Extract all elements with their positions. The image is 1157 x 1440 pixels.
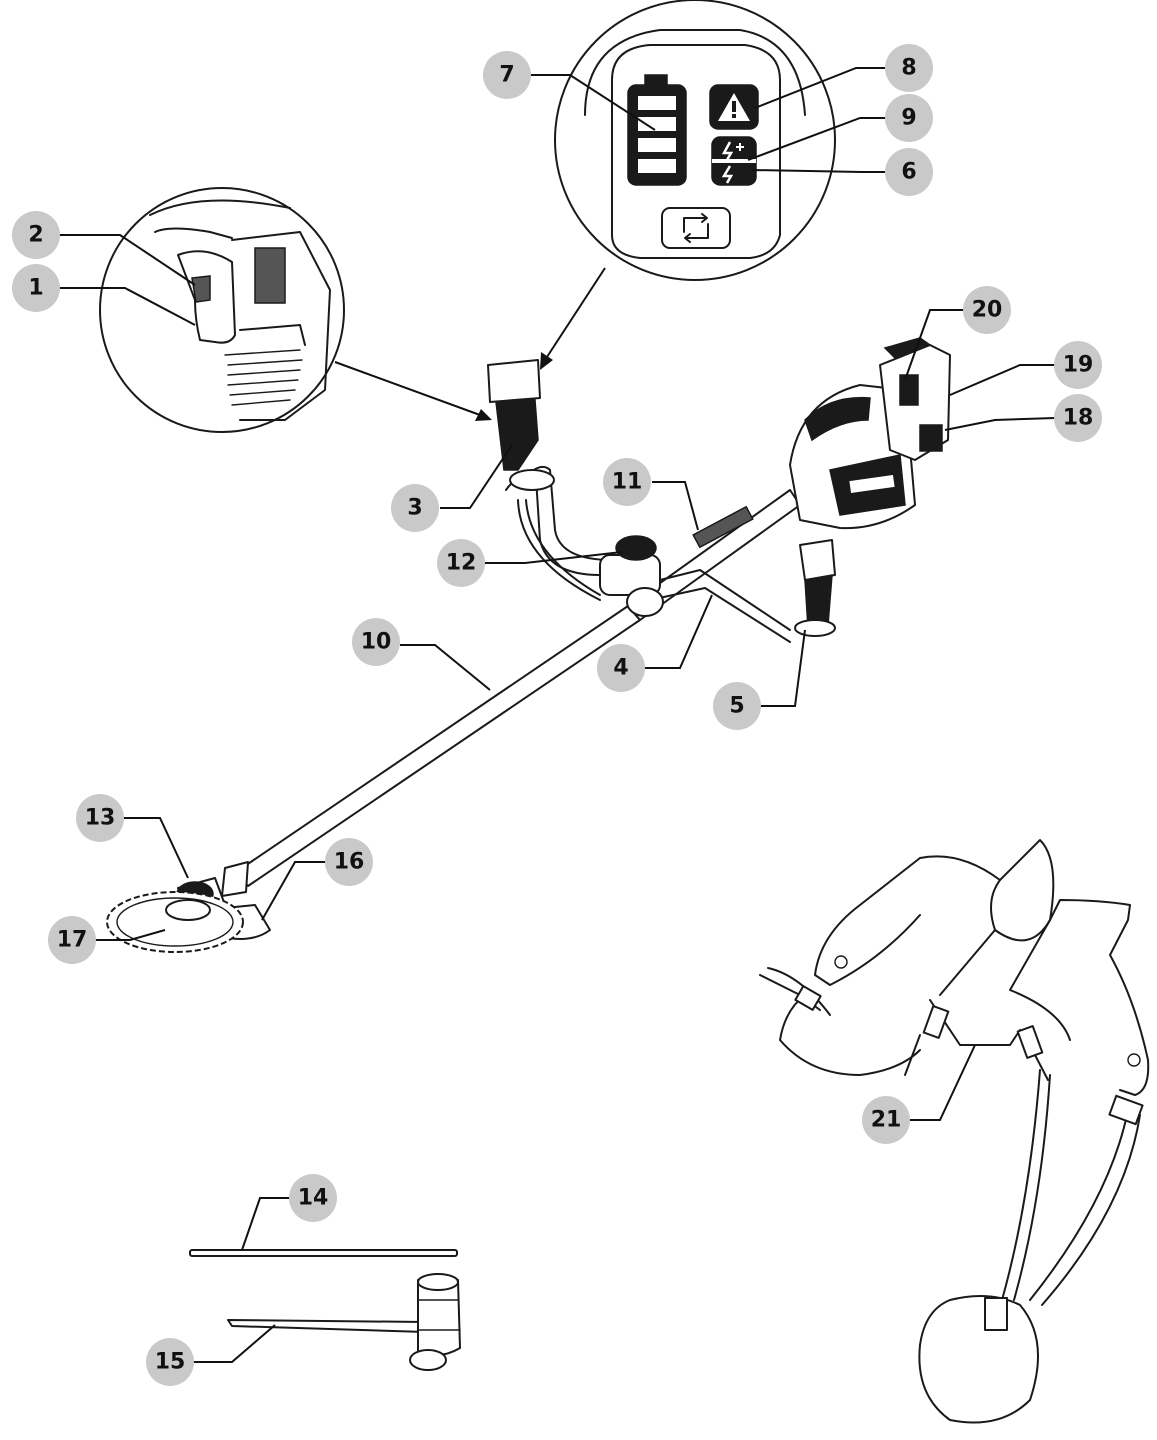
callout-10: 10 — [352, 618, 400, 666]
callout-13: 13 — [76, 794, 124, 842]
tools — [189, 1249, 461, 1371]
brushcutter-machine — [106, 337, 951, 953]
battery-level-icon — [627, 74, 687, 186]
callout-20-label: 20 — [972, 298, 1003, 323]
speed-mode-icon — [711, 136, 757, 186]
callout-2: 2 — [12, 211, 60, 259]
callout-18: 18 — [1054, 394, 1102, 442]
spanner-wrench — [227, 1273, 461, 1371]
callout-3: 3 — [391, 484, 439, 532]
callout-1: 1 — [12, 264, 60, 312]
callout-15: 15 — [146, 1338, 194, 1386]
callout-2-label: 2 — [28, 223, 43, 248]
callout-4-label: 4 — [613, 656, 628, 681]
zoom-arrows — [334, 267, 606, 421]
callout-16-label: 16 — [334, 850, 365, 875]
callout-4: 4 — [597, 644, 645, 692]
callout-21-label: 21 — [871, 1108, 902, 1133]
callout-11-label: 11 — [612, 470, 643, 495]
callout-19-label: 19 — [1063, 353, 1094, 378]
callout-3-label: 3 — [407, 496, 422, 521]
callout-13-label: 13 — [85, 806, 116, 831]
callout-21: 21 — [862, 1096, 910, 1144]
trigger-zoom — [99, 187, 345, 433]
callout-12-label: 12 — [446, 551, 477, 576]
callout-17: 17 — [48, 916, 96, 964]
callout-11: 11 — [603, 458, 651, 506]
callout-6: 6 — [885, 148, 933, 196]
callout-5-label: 5 — [729, 694, 744, 719]
callout-7: 7 — [483, 51, 531, 99]
callout-14: 14 — [289, 1174, 337, 1222]
control-panel-zoom — [554, 0, 836, 281]
leader-lines — [60, 67, 1056, 1363]
callout-8-label: 8 — [901, 56, 916, 81]
callout-14-label: 14 — [298, 1186, 329, 1211]
callout-6-label: 6 — [901, 160, 916, 185]
callout-17-label: 17 — [57, 928, 88, 953]
callout-12: 12 — [437, 539, 485, 587]
warning-triangle-icon — [709, 84, 759, 130]
callout-5: 5 — [713, 682, 761, 730]
shoulder-harness — [759, 839, 1150, 1424]
callout-7-label: 7 — [499, 63, 514, 88]
callout-15-label: 15 — [155, 1350, 186, 1375]
reverse-rotation-icon — [661, 207, 731, 249]
callout-1-label: 1 — [28, 276, 43, 301]
callout-19: 19 — [1054, 341, 1102, 389]
callout-10-label: 10 — [361, 630, 392, 655]
callout-8: 8 — [885, 44, 933, 92]
callout-18-label: 18 — [1063, 406, 1094, 431]
callout-9-label: 9 — [901, 106, 916, 131]
callout-16: 16 — [325, 838, 373, 886]
callout-9: 9 — [885, 94, 933, 142]
locking-rod — [189, 1249, 458, 1257]
callout-20: 20 — [963, 286, 1011, 334]
